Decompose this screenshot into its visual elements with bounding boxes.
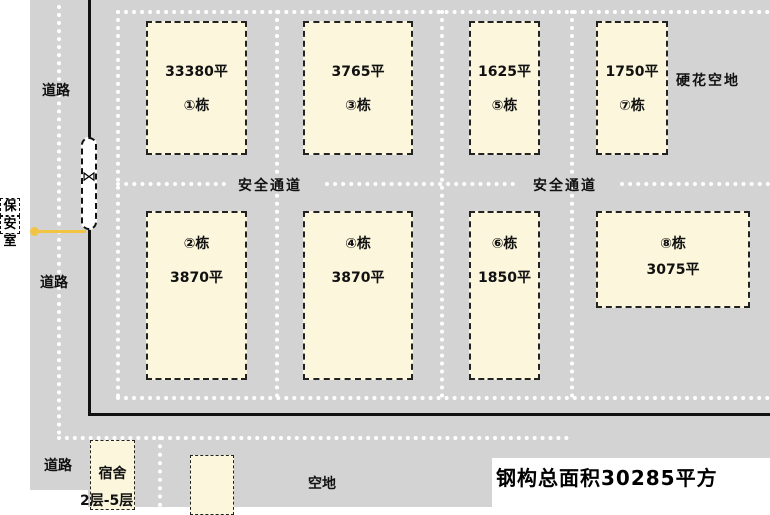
security-room: 保安室: [0, 198, 20, 250]
open-land-label: 空地: [308, 476, 336, 492]
road-label: 道路: [40, 275, 68, 291]
security-line: [34, 230, 86, 233]
hard-ground-label: 硬花空地: [676, 73, 740, 89]
total-area-text: 钢构总面积30285平方: [496, 466, 718, 490]
dorm-floors-label: 2层-5层: [80, 493, 134, 509]
gate[interactable]: [81, 137, 97, 230]
summary-box: 钢构总面积30285平方: [492, 458, 770, 507]
gate-icon: ⋈: [82, 169, 96, 185]
aisle-label: 安全通道: [238, 178, 302, 194]
road-label: 道路: [42, 83, 70, 99]
aisle-label: 安全通道: [533, 178, 597, 194]
south-building[interactable]: [190, 455, 234, 515]
dormitory[interactable]: 宿舍: [90, 440, 135, 510]
road-label: 道路: [44, 458, 72, 474]
security-dot: [30, 227, 39, 236]
